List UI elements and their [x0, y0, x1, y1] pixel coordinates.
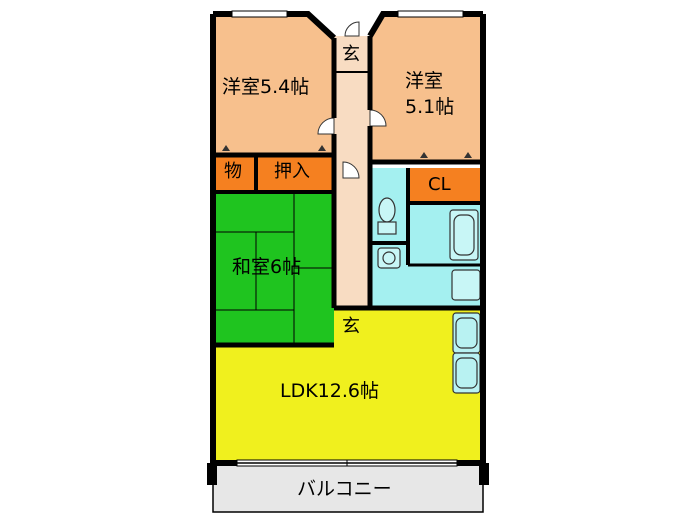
cl-label: CL — [428, 174, 451, 195]
outlet-marks — [222, 145, 472, 158]
western-room-1 — [213, 14, 334, 155]
western-room-2-label-line1: 洋室 — [405, 70, 444, 92]
storage-label: 物 — [224, 161, 242, 182]
japanese-room-label: 和室6帖 — [232, 256, 302, 278]
balcony — [213, 463, 483, 512]
tatami-lines — [213, 192, 334, 345]
storage-closet — [213, 155, 256, 192]
door-swings — [317, 21, 387, 179]
western-room-2-label-line2: 5.1帖 — [405, 96, 455, 118]
oshiire-closet — [256, 155, 334, 192]
entrance-label-bottom: 玄 — [342, 316, 360, 337]
oshiire-label: 押入 — [274, 161, 310, 182]
kitchen-fixtures — [452, 312, 481, 394]
western-room-1-label: 洋室5.4帖 — [222, 76, 310, 98]
ldk-label: LDK12.6帖 — [280, 380, 379, 402]
entrance-area — [334, 36, 370, 72]
western-room-2 — [370, 14, 483, 162]
entrance-label-top: 玄 — [342, 44, 360, 65]
cl-closet — [408, 168, 483, 203]
wet-fixtures — [377, 197, 481, 301]
balcony-frame — [207, 462, 489, 513]
balcony-label: バルコニー — [297, 478, 392, 500]
